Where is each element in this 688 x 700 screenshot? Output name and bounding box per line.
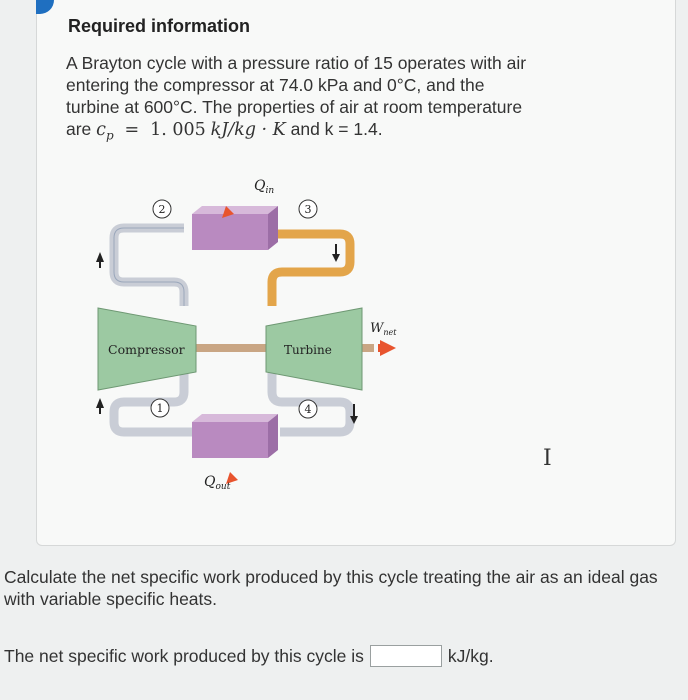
cp-value: 1. 005 xyxy=(150,120,206,140)
q-in-arrow xyxy=(222,196,242,218)
problem-line-2: entering the compressor at 74.0 kPa and … xyxy=(66,75,485,95)
flow-arrow-down-hot xyxy=(332,254,340,262)
state-2-marker: 2 xyxy=(152,199,172,219)
pipe-2-left xyxy=(109,223,189,306)
svg-text:1: 1 xyxy=(157,402,164,415)
w-net-arrow xyxy=(380,340,396,356)
problem-line-4: are cp = 1. 005 kJ/kg · K and k = 1.4. xyxy=(66,118,626,147)
problem-statement: A Brayton cycle with a pressure ratio of… xyxy=(66,52,626,147)
cp-units: kJ/kg · K xyxy=(210,120,286,140)
heat-exchanger-bottom xyxy=(192,414,278,458)
svg-text:2: 2 xyxy=(159,203,166,216)
net-work-answer-input[interactable] xyxy=(369,645,442,667)
compressor-body xyxy=(97,307,197,391)
equals-sign: = xyxy=(124,120,140,140)
heat-exchanger-top xyxy=(192,206,278,250)
svg-text:3: 3 xyxy=(305,203,312,216)
flow-arrow-down-exit xyxy=(350,416,358,424)
pipe-1-left xyxy=(109,372,192,437)
brayton-cycle-diagram: Compressor Turbine Wnet Qin Qout 2 3 1 4 xyxy=(96,178,397,492)
pipe-3-right xyxy=(267,229,355,306)
line4-prefix: are xyxy=(66,119,92,139)
answer-unit: kJ/kg. xyxy=(447,645,494,666)
svg-text:4: 4 xyxy=(305,403,312,416)
answer-line: The net specific work produced by this c… xyxy=(4,645,494,667)
state-1-marker: 1 xyxy=(150,398,170,418)
w-net-label: Wnet xyxy=(370,321,397,337)
turbine-body xyxy=(265,307,363,391)
turbine-label: Turbine xyxy=(284,343,332,357)
state-4-marker: 4 xyxy=(298,399,318,419)
cp-symbol: cp xyxy=(96,120,114,143)
problem-line-1: A Brayton cycle with a pressure ratio of… xyxy=(66,53,527,73)
required-information-title: Required information xyxy=(68,16,251,36)
state-3-marker: 3 xyxy=(298,199,318,219)
answer-prefix: The net specific work produced by this c… xyxy=(4,645,364,666)
required-information-panel xyxy=(36,0,676,546)
q-out-arrow xyxy=(226,462,246,484)
pipe-4-right xyxy=(267,372,355,437)
question-text: Calculate the net specific work produced… xyxy=(4,567,658,609)
q-in-label: Qin xyxy=(254,178,274,196)
q-out-label: Qout xyxy=(204,474,231,492)
compressor-label: Compressor xyxy=(108,342,185,357)
text-cursor-icon: I xyxy=(543,446,552,471)
line4-suffix: and k = 1.4. xyxy=(290,119,383,139)
problem-line-3: turbine at 600°C. The properties of air … xyxy=(66,97,523,117)
